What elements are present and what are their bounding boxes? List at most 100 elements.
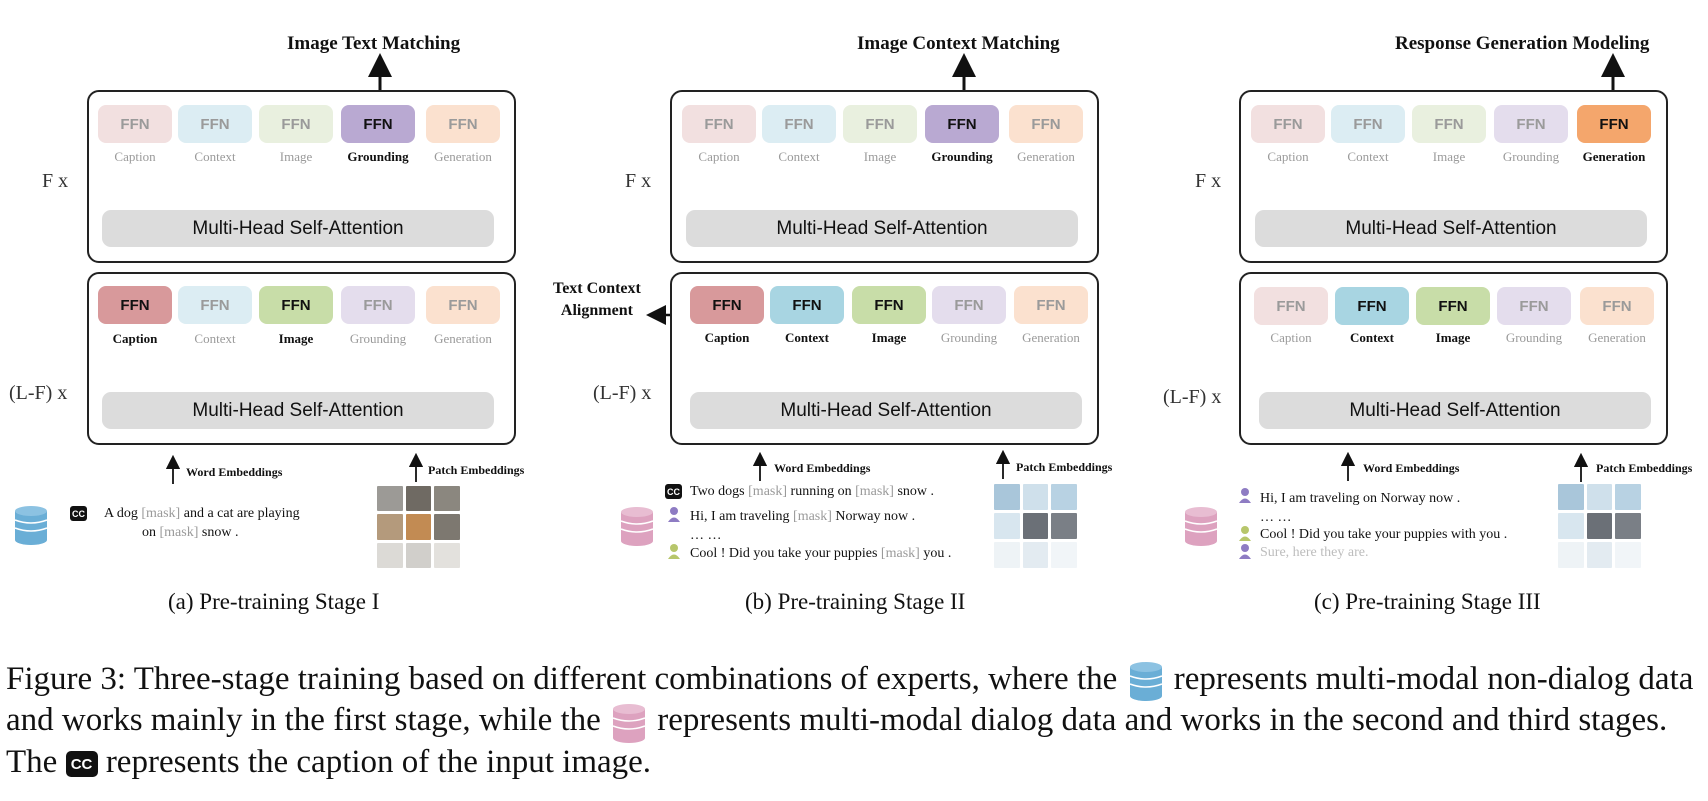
dialog-turn-2: Cool ! Did you take your puppies [mask] … [690,546,952,561]
ffn-grounding: FFN [932,286,1006,324]
dialog-turn-1: Hi, I am traveling [mask] Norway now . [690,509,916,524]
ffn-grounding: FFN [1494,105,1568,143]
ffn-caption: FFN [98,105,172,143]
bottom-repeat-label: (L-F) x [1163,386,1222,408]
cc-caption-icon: CC [665,484,682,499]
stage-2-panel: Image Context Matching Text Context Alig… [548,0,1140,630]
assistant-avatar-icon [1239,526,1251,541]
nondialog-database-icon [1129,662,1162,702]
ffn-caption: FFN [1251,105,1325,143]
image-patches-huskies [994,484,1077,568]
ffn-generation: FFN [1009,105,1083,143]
dialog-response: Sure, here they are. [1260,545,1369,560]
stage-caption: (b) Pre-training Stage II [745,589,966,614]
ffn-image: FFN [1416,287,1490,325]
ffn-caption: FFN [1254,287,1328,325]
objective-title: Image Text Matching [287,33,461,54]
response-avatar-icon [1239,544,1251,559]
mhsa-top: Multi-Head Self-Attention [686,210,1078,247]
caption-sample-line-2: on [mask] snow . [142,525,239,540]
figure-caption: Figure 3: Three-stage training based on … [6,661,1694,780]
dialog-caption-line: Two dogs [mask] running on [mask] snow . [690,484,935,499]
mhsa-bottom: Multi-Head Self-Attention [690,392,1082,429]
user-avatar-icon [1239,488,1251,503]
mhsa-top: Multi-Head Self-Attention [102,210,494,247]
dialog-database-icon [612,703,646,743]
expert-label-image: Image [871,330,907,345]
bottom-repeat-label: (L-F) x [9,382,68,404]
top-repeat-label: F x [42,170,69,192]
ffn-context: FFN [1335,287,1409,325]
ffn-image: FFN [259,286,333,324]
expert-label-generation: Generation [434,331,492,346]
expert-label-grounding: Grounding [347,149,409,164]
expert-label-grounding: Grounding [931,149,993,164]
ffn-generation: FFN [426,286,500,324]
expert-label-caption: Caption [1267,149,1309,164]
ffn-context: FFN [178,286,252,324]
ffn-image: FFN [1412,105,1486,143]
expert-label-context: Context [1349,330,1395,345]
ffn-context: FFN [178,105,252,143]
expert-label-caption: Caption [112,331,158,346]
expert-label-context: Context [778,149,820,164]
objective-title: Image Context Matching [857,33,1060,54]
stage-1-panel: Image Text Matching F x (L-F) x FFN FFN … [0,0,580,630]
patch-embeddings-label: Patch Embeddings [1016,460,1113,474]
stage-3-panel: Response Generation Modeling F x (L-F) x… [1120,0,1708,630]
expert-label-caption: Caption [704,330,750,345]
ffn-grounding: FFN [341,105,415,143]
expert-label-generation: Generation [1582,149,1646,164]
image-patches-huskies [1558,484,1641,568]
ffn-generation: FFN [426,105,500,143]
ffn-caption: FFN [98,286,172,324]
ffn-image: FFN [852,286,926,324]
ffn-generation: FFN [1577,105,1651,143]
dialog-turn-1: Hi, I am traveling on Norway now . [1260,491,1461,506]
ffn-grounding: FFN [341,286,415,324]
objective-title: Response Generation Modeling [1395,33,1650,54]
ffn-caption: FFN [690,286,764,324]
cc-caption-icon: CC [65,751,98,778]
nondialog-database-icon [14,506,48,545]
expert-label-caption: Caption [114,149,156,164]
expert-label-context: Context [1347,149,1389,164]
expert-label-image: Image [278,331,314,346]
dialog-turn-2: Cool ! Did you take your puppies with yo… [1260,527,1508,542]
assistant-avatar-icon [668,544,680,559]
ffn-grounding: FFN [925,105,999,143]
mhsa-bottom: Multi-Head Self-Attention [1259,392,1651,429]
image-patches-dogcat [377,486,460,568]
ffn-caption: FFN [682,105,756,143]
caption-sample-line-1: A dog [mask] and a cat are playing [104,506,300,521]
expert-label-context: Context [194,331,236,346]
expert-label-grounding: Grounding [940,330,998,345]
mhsa-bottom: Multi-Head Self-Attention [102,392,494,429]
dialog-ellipsis: … … [690,528,722,543]
expert-label-generation: Generation [1022,330,1080,345]
patch-embeddings-label: Patch Embeddings [428,463,525,477]
dialog-database-icon [1184,507,1218,546]
ffn-context: FFN [1331,105,1405,143]
expert-label-image: Image [1435,330,1471,345]
ffn-grounding: FFN [1497,287,1571,325]
expert-label-image: Image [1432,149,1466,164]
expert-label-grounding: Grounding [1502,149,1560,164]
expert-label-generation: Generation [1588,330,1646,345]
ffn-generation: FFN [1580,287,1654,325]
word-embeddings-label: Word Embeddings [1363,461,1460,475]
ffn-image: FFN [259,105,333,143]
dialog-database-icon [620,507,654,546]
bottom-repeat-label: (L-F) x [593,382,652,404]
patch-embeddings-label: Patch Embeddings [1596,461,1693,475]
word-embeddings-label: Word Embeddings [774,461,871,475]
stage-caption: (c) Pre-training Stage III [1314,589,1541,614]
ffn-image: FFN [843,105,917,143]
user-avatar-icon [668,507,680,522]
text-context-alignment-label: Text Context Alignment [553,280,641,319]
top-repeat-label: F x [625,170,652,192]
mhsa-top: Multi-Head Self-Attention [1255,210,1647,247]
dialog-ellipsis: … … [1260,510,1292,525]
expert-label-caption: Caption [1270,330,1312,345]
expert-label-grounding: Grounding [1505,330,1563,345]
